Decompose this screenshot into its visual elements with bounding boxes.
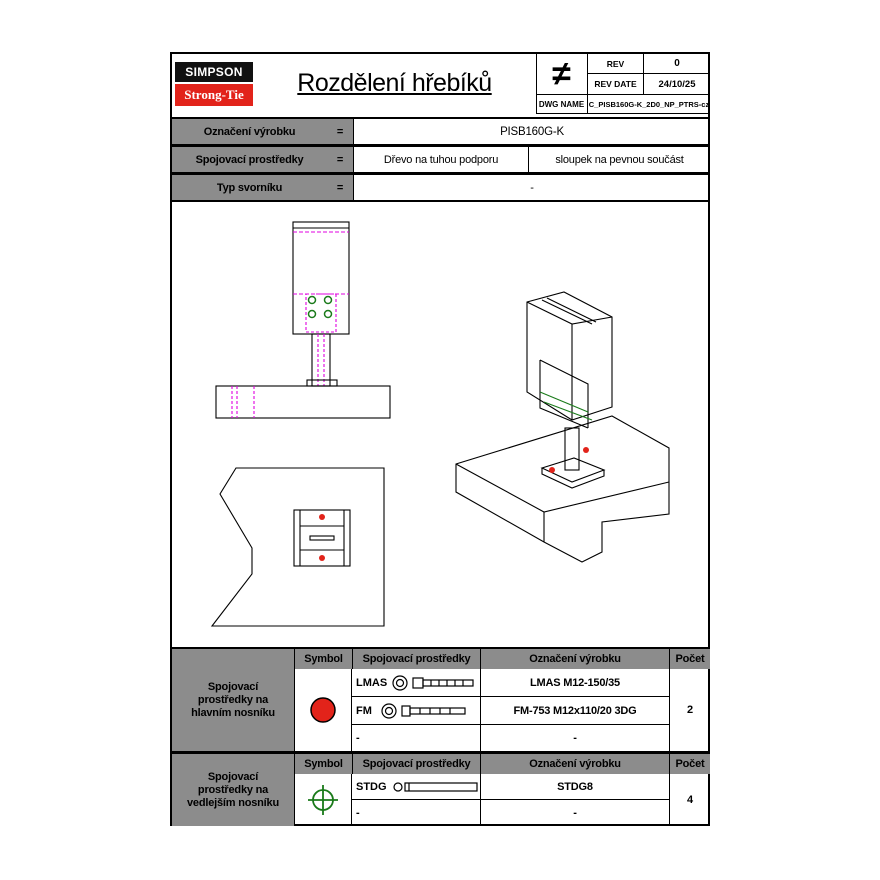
col-symbol: Symbol — [294, 754, 352, 774]
fm-marker — [319, 555, 325, 561]
product-row: STDG8 — [480, 774, 669, 800]
fastener-row: FM — [352, 697, 480, 725]
fastener-label: Spojovací prostředky — [172, 147, 327, 172]
dwg-name-value: C_PISB160G-K_2D0_NP_PTRS-cz — [588, 100, 710, 109]
fastener-row: LMAS — [352, 669, 480, 697]
fastener-row: - — [352, 725, 480, 751]
main-count: 2 — [669, 669, 710, 751]
fastener-row: STDG — [352, 774, 480, 800]
divider — [172, 200, 710, 202]
dowel-icon — [392, 781, 478, 792]
product-row: - — [480, 725, 669, 751]
rev-value: 0 — [644, 54, 710, 74]
isometric-view — [455, 291, 670, 563]
lmas-symbol — [294, 669, 352, 751]
crosshair-icon — [308, 785, 338, 815]
front-view — [215, 221, 391, 419]
page-title: Rozdělení hřebíků — [297, 68, 492, 97]
clamp-label: Typ svorníku — [172, 175, 327, 200]
fastener-name: - — [356, 807, 360, 819]
fm-marker — [583, 447, 589, 453]
product-row: - — [480, 800, 669, 826]
drawing-sheet: SIMPSON Strong-Tie Rozdělení hřebíků ≠ R… — [170, 52, 710, 826]
stdg-marker — [307, 309, 317, 319]
stdg-symbol — [294, 774, 352, 826]
technical-drawing — [210, 221, 670, 627]
col-fastener: Spojovací prostředky — [352, 754, 480, 774]
anchor-icon — [381, 702, 466, 719]
col-count: Počet — [669, 754, 710, 774]
divider — [172, 117, 710, 119]
clamp-value: - — [353, 175, 710, 200]
divider — [172, 172, 710, 175]
anchor-icon — [392, 674, 474, 691]
lmas-marker — [549, 467, 555, 473]
product-value: PISB160G-K — [353, 119, 710, 144]
plan-view — [210, 467, 385, 627]
product-label: Označení výrobku — [172, 119, 327, 144]
not-equal-icon: ≠ — [536, 54, 588, 95]
red-circle-icon — [310, 697, 336, 723]
col-count: Počet — [669, 649, 710, 669]
secondary-count: 4 — [669, 774, 710, 826]
rev-date-value: 24/10/25 — [644, 74, 710, 95]
col-product: Označení výrobku — [480, 754, 669, 774]
fastener-name: FM — [356, 704, 372, 717]
secondary-group-label: Spojovací prostředky na vedlejším nosník… — [172, 754, 294, 826]
dwg-name-label: DWG NAME — [536, 95, 588, 114]
fastener-value-1: Dřevo na tuhou podporu — [353, 147, 529, 172]
product-row: FM-753 M12x110/20 3DG — [480, 697, 669, 725]
product-row: LMAS M12-150/35 — [480, 669, 669, 697]
fastener-name: - — [356, 732, 360, 744]
col-symbol: Symbol — [294, 649, 352, 669]
logo-strongtie: Strong-Tie — [175, 84, 253, 106]
divider — [172, 647, 710, 649]
lmas-marker — [319, 514, 325, 520]
title-block — [536, 54, 710, 114]
rev-label: REV — [588, 54, 644, 74]
stdg-marker — [323, 295, 333, 305]
rev-date-label: REV DATE — [588, 74, 644, 95]
stdg-marker — [323, 309, 333, 319]
equals-sign: = — [327, 147, 353, 172]
col-fastener: Spojovací prostředky — [352, 649, 480, 669]
divider — [172, 751, 710, 754]
fastener-row: - — [352, 800, 480, 826]
col-product: Označení výrobku — [480, 649, 669, 669]
divider — [172, 144, 710, 147]
equals-sign: = — [327, 175, 353, 200]
fastener-value-2: sloupek na pevnou součást — [555, 153, 684, 166]
logo-simpson: SIMPSON — [175, 62, 253, 82]
main-group-label: Spojovací prostředky na hlavním nosníku — [172, 649, 294, 751]
fastener-name: STDG — [356, 780, 387, 793]
fastener-name: LMAS — [356, 676, 388, 689]
stdg-marker — [307, 295, 317, 305]
equals-sign: = — [327, 119, 353, 144]
